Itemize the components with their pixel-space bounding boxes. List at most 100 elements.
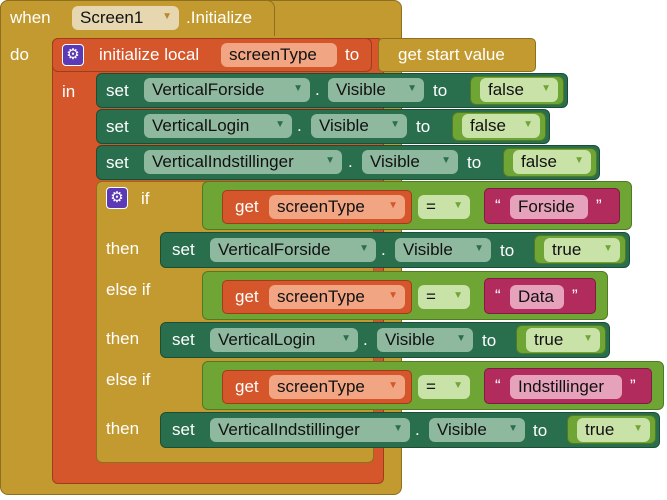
property-dropdown-visible[interactable]: Visible ▼ xyxy=(395,238,491,262)
operator-dropdown[interactable]: = ▼ xyxy=(418,195,470,219)
chevron-down-icon: ▼ xyxy=(453,290,463,301)
boolean-dropdown[interactable]: true ▼ xyxy=(577,418,650,442)
text-field[interactable]: Forside xyxy=(510,195,588,219)
property-dropdown-visible[interactable]: Visible ▼ xyxy=(377,328,473,352)
component-dropdown-verticallogin[interactable]: VerticalLogin ▼ xyxy=(144,114,292,138)
component-dropdown-verticalforside[interactable]: VerticalForside ▼ xyxy=(210,238,376,262)
text-value: Indstillinger xyxy=(518,377,604,396)
text-field[interactable]: Data xyxy=(510,285,564,309)
chevron-down-icon: ▼ xyxy=(453,380,463,391)
component-name: VerticalIndstillinger xyxy=(218,420,360,439)
dot-label: . xyxy=(315,80,320,99)
chevron-down-icon: ▼ xyxy=(388,380,398,391)
then-label: then xyxy=(106,329,140,348)
component-name: VerticalIndstillinger xyxy=(152,152,294,171)
dot-label: . xyxy=(381,240,386,259)
boolean-dropdown[interactable]: false ▼ xyxy=(513,150,591,174)
component-dropdown-verticalforside[interactable]: VerticalForside ▼ xyxy=(144,78,310,102)
component-dropdown-verticalindstillinger[interactable]: VerticalIndstillinger ▼ xyxy=(210,418,410,442)
operator-symbol: = xyxy=(426,287,436,306)
property-name: Visible xyxy=(385,330,435,349)
chevron-down-icon: ▼ xyxy=(583,333,593,344)
close-quote: ” xyxy=(572,286,578,305)
set-label: set xyxy=(172,420,195,439)
set-label: set xyxy=(172,330,195,349)
close-quote: ” xyxy=(630,376,636,395)
initialize-local-label: initialize local xyxy=(99,45,200,64)
chevron-down-icon: ▼ xyxy=(393,423,403,434)
operator-symbol: = xyxy=(426,197,436,216)
component-name: Screen1 xyxy=(80,8,144,27)
if-label: if xyxy=(141,189,150,208)
text-value: Forside xyxy=(518,197,575,216)
variable-dropdown-screentype[interactable]: screenType ▼ xyxy=(269,195,405,219)
chevron-down-icon: ▼ xyxy=(388,290,398,301)
component-name: VerticalLogin xyxy=(152,116,250,135)
chevron-down-icon: ▼ xyxy=(603,243,613,254)
boolean-dropdown[interactable]: true ▼ xyxy=(544,238,620,262)
open-quote: “ xyxy=(495,376,501,395)
property-name: Visible xyxy=(437,420,487,439)
boolean-dropdown[interactable]: true ▼ xyxy=(526,328,600,352)
then-label: then xyxy=(106,419,140,438)
open-quote: “ xyxy=(495,196,501,215)
chevron-down-icon: ▼ xyxy=(474,243,484,254)
to-label: to xyxy=(500,241,515,260)
start-value-socket[interactable] xyxy=(378,38,536,72)
component-name: VerticalLogin xyxy=(218,330,316,349)
gear-icon[interactable]: ⚙ xyxy=(106,187,128,209)
close-quote: ” xyxy=(596,196,602,215)
else-if-label: else if xyxy=(106,280,151,299)
boolean-value: true xyxy=(534,330,564,349)
chevron-down-icon: ▼ xyxy=(574,155,584,166)
chevron-down-icon: ▼ xyxy=(293,83,303,94)
chevron-down-icon: ▼ xyxy=(633,423,643,434)
set-label: set xyxy=(172,240,195,259)
boolean-value: true xyxy=(552,240,582,259)
chevron-down-icon: ▼ xyxy=(162,11,172,22)
variable-name: screenType xyxy=(277,197,365,216)
gear-icon[interactable]: ⚙ xyxy=(62,44,84,66)
dot-label: . xyxy=(363,330,368,349)
property-dropdown-visible[interactable]: Visible ▼ xyxy=(328,78,424,102)
in-label: in xyxy=(62,82,76,101)
when-label: when xyxy=(10,8,51,27)
component-dropdown-verticallogin[interactable]: VerticalLogin ▼ xyxy=(210,328,358,352)
chevron-down-icon: ▼ xyxy=(390,119,400,130)
event-name: .Initialize xyxy=(186,8,253,27)
component-name: VerticalForside xyxy=(218,240,331,259)
dot-label: . xyxy=(297,116,302,135)
chevron-down-icon: ▼ xyxy=(508,423,518,434)
property-name: Visible xyxy=(336,80,386,99)
property-name: Visible xyxy=(370,152,420,171)
operator-symbol: = xyxy=(426,377,436,396)
chevron-down-icon: ▼ xyxy=(359,243,369,254)
component-dropdown-screen1[interactable]: Screen1 ▼ xyxy=(72,6,179,30)
variable-name: screenType xyxy=(229,45,317,64)
variable-dropdown-screentype[interactable]: screenType ▼ xyxy=(269,285,405,309)
then-label: then xyxy=(106,239,140,258)
chevron-down-icon: ▼ xyxy=(441,155,451,166)
property-dropdown-visible[interactable]: Visible ▼ xyxy=(311,114,407,138)
boolean-value: true xyxy=(585,420,615,439)
text-field[interactable]: Indstillinger xyxy=(510,375,622,399)
property-name: Visible xyxy=(403,240,453,259)
boolean-dropdown[interactable]: false ▼ xyxy=(462,114,540,138)
boolean-dropdown[interactable]: false ▼ xyxy=(480,78,558,102)
property-dropdown-visible[interactable]: Visible ▼ xyxy=(362,150,458,174)
chevron-down-icon: ▼ xyxy=(407,83,417,94)
set-label: set xyxy=(106,117,129,136)
get-label: get xyxy=(235,377,259,396)
component-dropdown-verticalindstillinger[interactable]: VerticalIndstillinger ▼ xyxy=(144,150,342,174)
chevron-down-icon: ▼ xyxy=(275,119,285,130)
chevron-down-icon: ▼ xyxy=(453,200,463,211)
operator-dropdown[interactable]: = ▼ xyxy=(418,285,470,309)
local-variable-name-field[interactable]: screenType xyxy=(221,43,337,67)
boolean-value: false xyxy=(521,152,557,171)
set-label: set xyxy=(106,81,129,100)
property-dropdown-visible[interactable]: Visible ▼ xyxy=(429,418,525,442)
variable-dropdown-screentype[interactable]: screenType ▼ xyxy=(269,375,405,399)
component-name: VerticalForside xyxy=(152,80,265,99)
operator-dropdown[interactable]: = ▼ xyxy=(418,375,470,399)
chevron-down-icon: ▼ xyxy=(388,200,398,211)
